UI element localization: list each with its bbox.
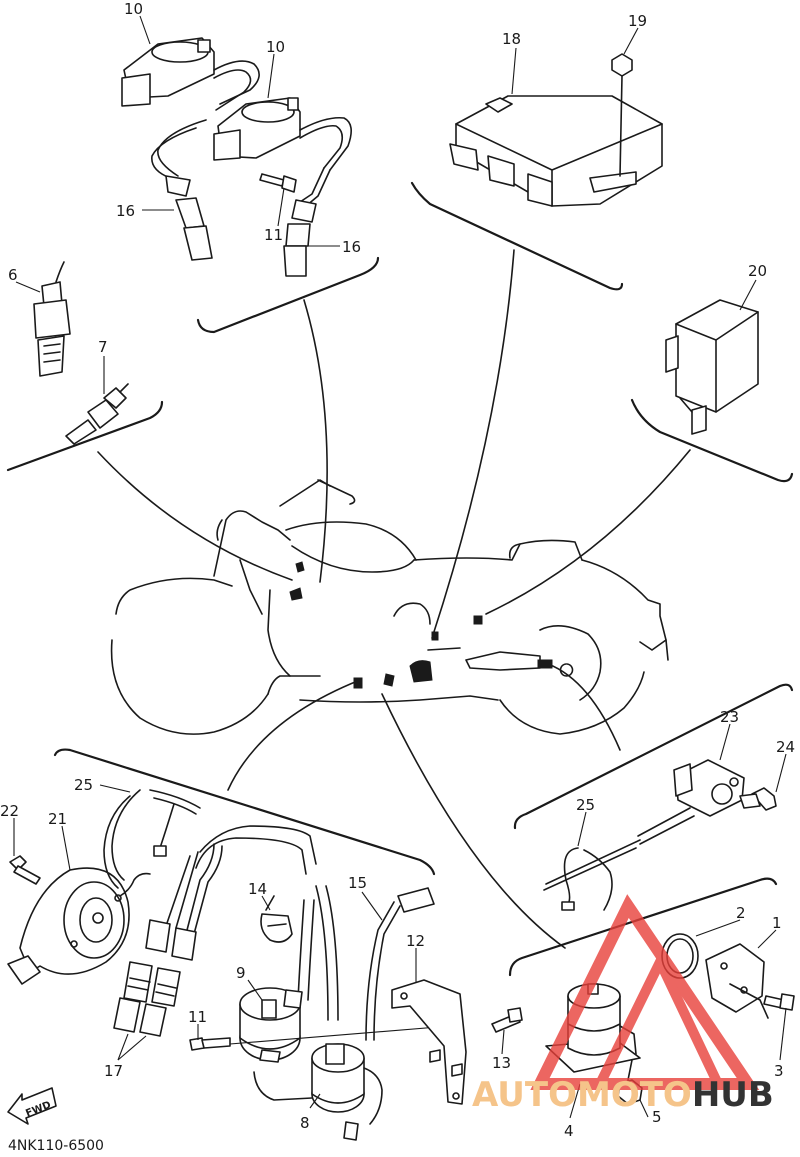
callout-10: 10 xyxy=(266,38,285,56)
callout-18: 18 xyxy=(502,30,521,48)
temp-switch xyxy=(33,261,71,377)
plug-caps-lower xyxy=(113,825,317,1037)
wire-clamp xyxy=(260,895,293,943)
wire-lead-right xyxy=(543,839,641,911)
watermark-logo xyxy=(530,894,760,1090)
callout-11: 11 xyxy=(264,226,283,244)
callout-14: 14 xyxy=(248,880,267,898)
callout-16: 16 xyxy=(342,238,361,256)
callout-13: 13 xyxy=(492,1054,511,1072)
diagram-code: 4NK110-6500 xyxy=(8,1138,104,1154)
callout-leaders xyxy=(13,15,787,1119)
callout-20: 20 xyxy=(748,262,767,280)
plug-cap-right xyxy=(283,167,331,277)
callout-16: 16 xyxy=(116,202,135,220)
callout-24: 24 xyxy=(776,738,795,756)
screw-22 xyxy=(9,855,41,885)
watermark-text-hub: HUB xyxy=(692,1075,774,1115)
callout-19: 19 xyxy=(628,12,647,30)
ecu-unit xyxy=(449,95,663,207)
wire-lead-left xyxy=(103,789,201,889)
wire-lead-15 xyxy=(365,887,435,1041)
watermark-text-moto: MOTO xyxy=(577,1075,692,1115)
horn xyxy=(7,867,151,985)
callout-2: 2 xyxy=(736,904,746,922)
bolt-24 xyxy=(739,787,777,811)
mounting-bracket xyxy=(391,979,467,1105)
callout-9: 9 xyxy=(236,964,246,982)
callout-4: 4 xyxy=(564,1122,574,1140)
callout-23: 23 xyxy=(720,708,739,726)
watermark-text-auto: AUTO xyxy=(472,1075,577,1115)
callout-1: 1 xyxy=(772,914,782,932)
ignition-coil-8 xyxy=(253,1043,383,1141)
callout-17: 17 xyxy=(104,1062,123,1080)
callout-3: 3 xyxy=(774,1062,784,1080)
group-brackets xyxy=(6,181,794,977)
ignition-coil-9 xyxy=(239,885,339,1063)
bolt-19 xyxy=(611,53,633,177)
callout-25: 25 xyxy=(576,796,595,814)
motorcycle-outline xyxy=(110,479,669,735)
callout-11: 11 xyxy=(188,1008,207,1026)
callout-7: 7 xyxy=(98,338,108,356)
relay xyxy=(665,299,759,435)
callout-numbers: 10 10 16 11 16 18 19 20 6 7 25 22 21 14 … xyxy=(0,0,795,1140)
ignition-coil-middle xyxy=(213,97,352,171)
thermo-unit xyxy=(65,383,129,445)
callout-12: 12 xyxy=(406,932,425,950)
relay-cover xyxy=(705,943,769,1019)
svg-text:AUTOMOTOHUB: AUTOMOTOHUB xyxy=(472,1075,774,1115)
callout-8: 8 xyxy=(300,1114,310,1132)
callout-15: 15 xyxy=(348,874,367,892)
callout-22: 22 xyxy=(0,802,19,820)
speed-sensor xyxy=(637,759,745,845)
forward-arrow-icon: FWD xyxy=(7,1087,57,1125)
plug-cap-left xyxy=(151,119,213,261)
callout-10: 10 xyxy=(124,0,143,18)
screw-3 xyxy=(763,993,795,1011)
ignition-coil-upper xyxy=(121,37,260,111)
bolt-13 xyxy=(491,1007,523,1033)
callout-21: 21 xyxy=(48,810,67,828)
group-connectors xyxy=(97,249,691,949)
callout-5: 5 xyxy=(652,1108,662,1126)
callout-25: 25 xyxy=(74,776,93,794)
screw-upper xyxy=(259,173,297,193)
callout-6: 6 xyxy=(8,266,18,284)
screw-lower xyxy=(189,1025,451,1051)
watermark-text: AUTOMOTOHUB xyxy=(472,1075,774,1115)
